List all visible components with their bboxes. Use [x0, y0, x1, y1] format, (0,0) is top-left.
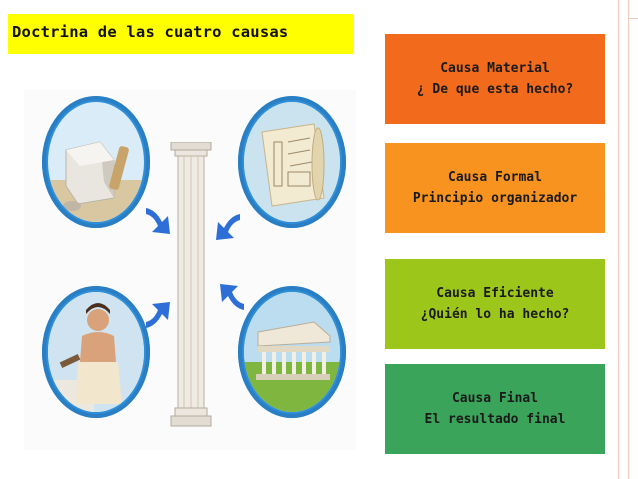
cause-box-material: Causa Material ¿ De que esta hecho?: [385, 34, 605, 124]
sculptor-image: [42, 286, 150, 418]
cause-question: ¿ De que esta hecho?: [416, 82, 574, 97]
four-causes-illustration: [24, 90, 356, 450]
cause-box-formal: Causa Formal Principio organizador: [385, 143, 605, 233]
arrow-icon: [220, 284, 244, 310]
marble-block-image: [42, 96, 150, 228]
cause-question: ¿Quién lo ha hecho?: [420, 307, 570, 322]
cause-name: Causa Eficiente: [436, 286, 554, 301]
cause-box-efficient: Causa Eficiente ¿Quién lo ha hecho?: [385, 259, 605, 349]
slide-border-line: [628, 0, 629, 479]
slide-title: Doctrina de las cuatro causas: [8, 14, 354, 54]
cause-name: Causa Final: [451, 391, 539, 406]
cause-name: Causa Material: [440, 61, 550, 76]
cause-box-final: Causa Final El resultado final: [385, 364, 605, 454]
arrow-icon: [146, 302, 170, 328]
arrow-icon: [216, 214, 240, 240]
slide-border-line: [618, 0, 619, 479]
cause-question: Principio organizador: [412, 191, 578, 206]
greek-temple-image: [238, 286, 346, 418]
cause-question: El resultado final: [424, 412, 566, 427]
arrow-icon: [146, 208, 170, 234]
scroll-plans-image: [238, 96, 346, 228]
greek-column-image: [170, 142, 212, 427]
cause-name: Causa Formal: [448, 170, 542, 185]
slide-border-line: [628, 18, 638, 19]
